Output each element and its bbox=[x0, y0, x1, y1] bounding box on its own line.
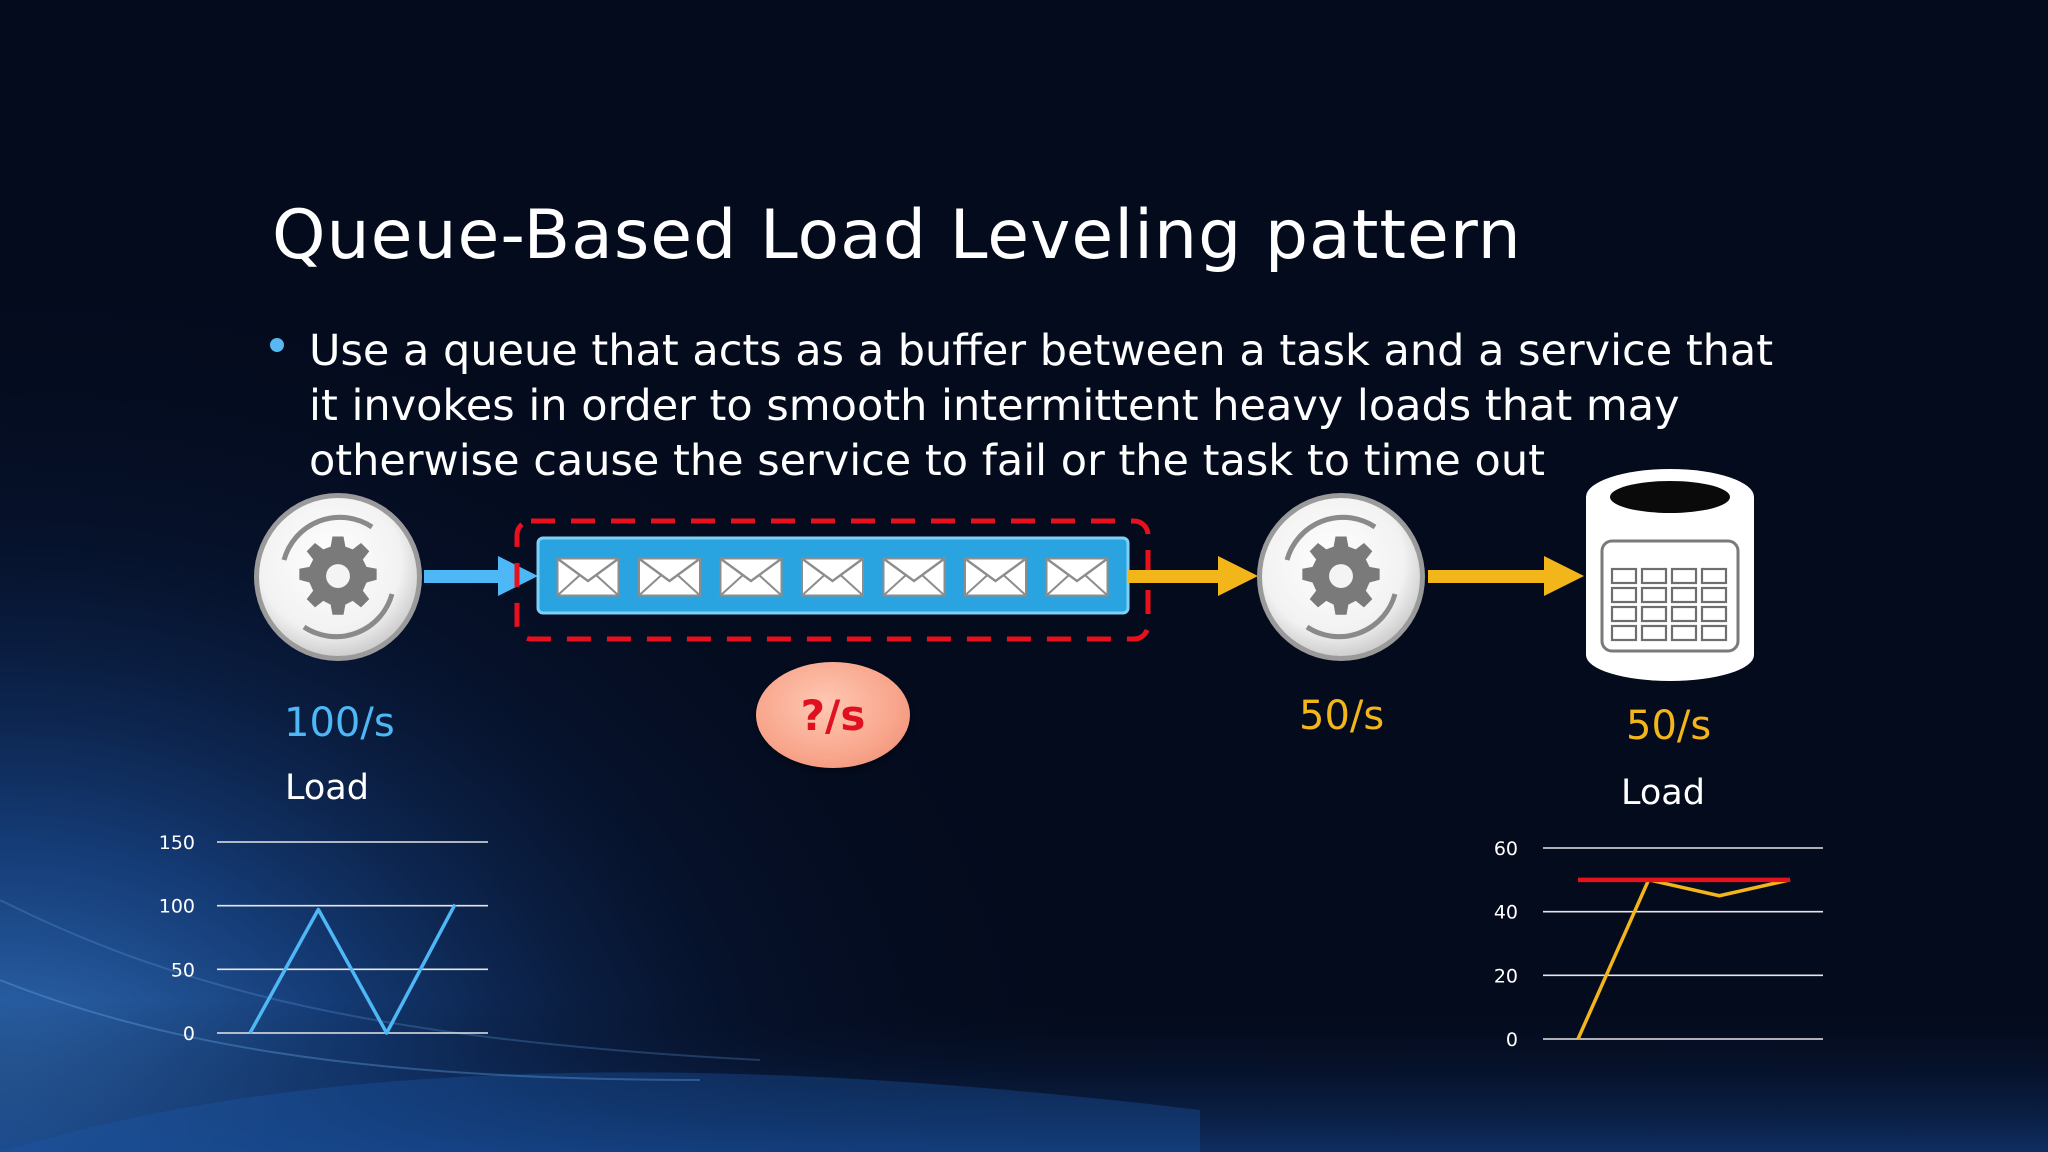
message-queue bbox=[514, 518, 1151, 642]
y-tick-label: 100 bbox=[159, 896, 195, 918]
queue-rate-bubble: ?/s bbox=[756, 662, 910, 768]
y-tick-label: 60 bbox=[1494, 838, 1518, 860]
database-cell bbox=[1610, 605, 1638, 623]
task-gear-icon bbox=[254, 493, 422, 661]
database-cell bbox=[1670, 605, 1698, 623]
envelope-icon bbox=[1045, 557, 1109, 597]
database-cell bbox=[1700, 605, 1728, 623]
arrow-to-service-icon bbox=[1128, 556, 1258, 596]
storage-load-label: Load bbox=[1621, 773, 1705, 813]
database-icon bbox=[1586, 469, 1754, 681]
service-gear-icon bbox=[1257, 493, 1425, 661]
series-line bbox=[1576, 878, 1791, 1040]
database-cell bbox=[1700, 586, 1728, 604]
database-cell bbox=[1670, 567, 1698, 585]
y-tick-label: 40 bbox=[1494, 902, 1518, 924]
y-tick-label: 0 bbox=[183, 1023, 195, 1045]
y-tick-label: 50 bbox=[171, 959, 195, 981]
arrow-to-storage-icon bbox=[1428, 556, 1584, 596]
y-tick-label: 0 bbox=[1506, 1029, 1518, 1051]
series-line bbox=[248, 903, 457, 1035]
envelope-icon bbox=[800, 557, 865, 597]
service-load-chart: 0 20 40 60 bbox=[1494, 838, 1823, 1051]
task-load-chart: 0 50 100 150 bbox=[159, 832, 488, 1045]
queue-rate-label: ?/s bbox=[800, 690, 866, 740]
database-cell bbox=[1670, 624, 1698, 642]
slide-bullet-text: Use a queue that acts as a buffer betwee… bbox=[309, 326, 1774, 486]
y-tick-label: 20 bbox=[1494, 965, 1518, 987]
task-rate-label: 100/s bbox=[284, 700, 395, 746]
database-cell bbox=[1640, 586, 1668, 604]
service-rate-label: 50/s bbox=[1299, 693, 1385, 739]
database-cell bbox=[1610, 624, 1638, 642]
envelope-icon bbox=[719, 557, 783, 597]
queue-messages bbox=[556, 557, 1109, 597]
database-cell bbox=[1700, 624, 1728, 642]
database-cell bbox=[1610, 586, 1638, 604]
storage-rate-label: 50/s bbox=[1626, 703, 1712, 749]
envelope-icon bbox=[637, 557, 702, 597]
database-cell bbox=[1610, 567, 1638, 585]
bullet-point-icon bbox=[270, 338, 284, 352]
arrow-to-queue-icon bbox=[424, 556, 538, 596]
slide-title: Queue-Based Load Leveling pattern bbox=[272, 196, 1522, 275]
database-cell bbox=[1640, 567, 1668, 585]
envelope-icon bbox=[882, 557, 946, 597]
database-cell bbox=[1670, 586, 1698, 604]
y-tick-label: 150 bbox=[159, 832, 195, 854]
database-cell bbox=[1640, 605, 1668, 623]
database-cell bbox=[1700, 567, 1728, 585]
envelope-icon bbox=[556, 557, 620, 597]
database-cell bbox=[1640, 624, 1668, 642]
task-load-label: Load bbox=[285, 768, 369, 808]
envelope-icon bbox=[963, 557, 1028, 597]
